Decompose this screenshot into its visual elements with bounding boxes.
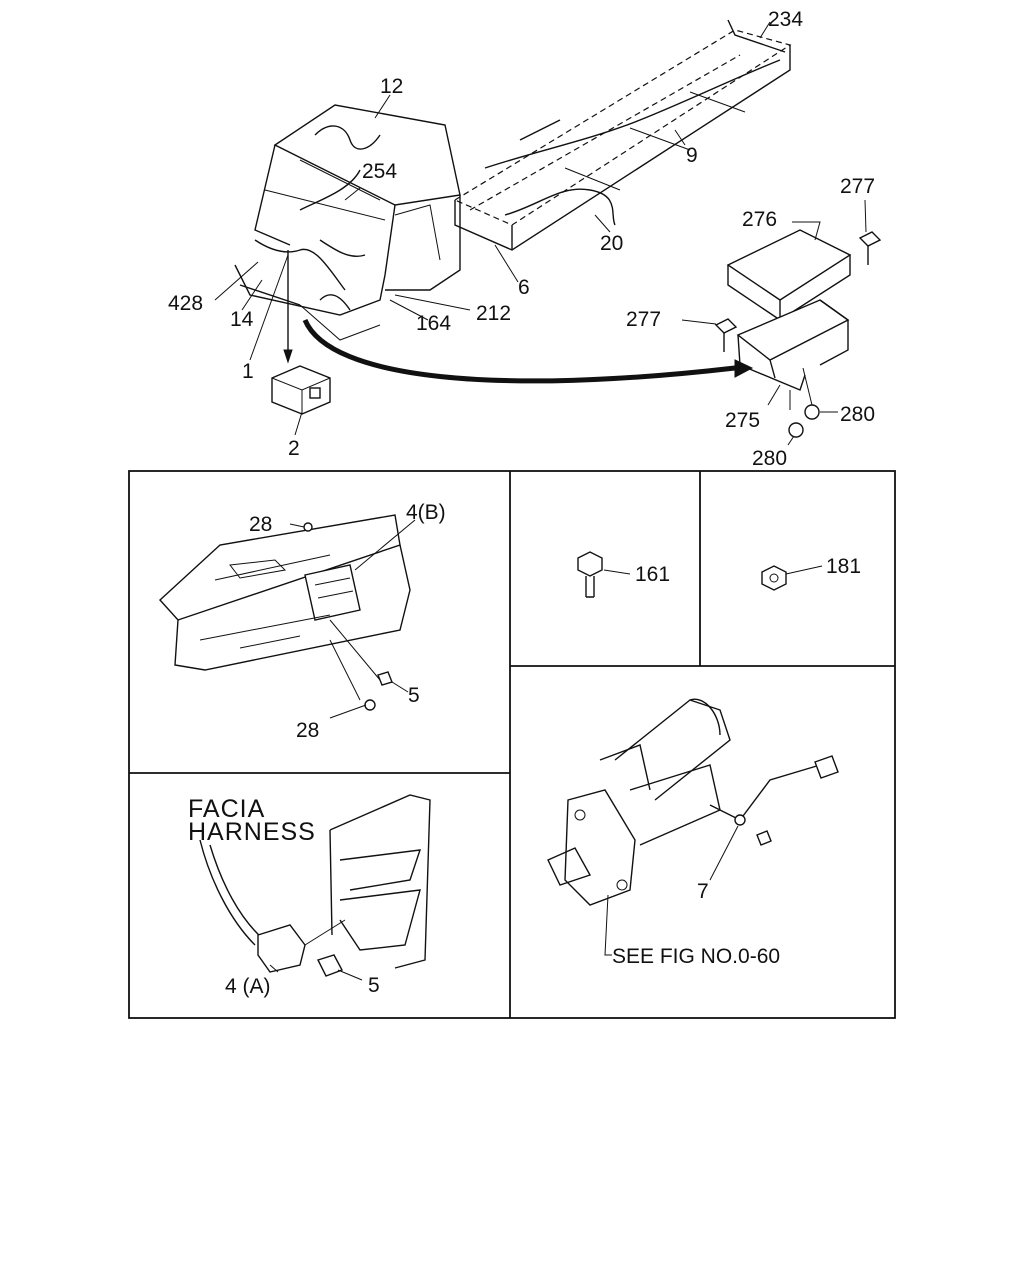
- callout-212: 212: [476, 302, 511, 325]
- callout-164: 164: [416, 312, 451, 335]
- callout-4a: 4 (A): [225, 975, 271, 998]
- callout-277-top: 277: [840, 175, 875, 198]
- truck-chassis-illustration: [234, 19, 792, 415]
- callout-428: 428: [168, 292, 203, 315]
- callout-276: 276: [742, 208, 777, 231]
- label-facia: FACIA: [188, 795, 265, 823]
- panel-starter-motor: [547, 698, 839, 956]
- callout-4b: 4(B): [406, 501, 446, 524]
- callout-12: 12: [380, 75, 403, 98]
- label-harness: HARNESS: [188, 818, 316, 846]
- panel-bolt: [577, 551, 603, 598]
- callout-280-bottom: 280: [752, 447, 787, 470]
- callout-5-fuse: 5: [408, 684, 420, 707]
- callout-254: 254: [362, 160, 397, 183]
- panel-harness: [199, 794, 431, 977]
- detail-panels: [128, 470, 896, 1019]
- reference-see-fig: SEE FIG NO.0-60: [612, 945, 780, 968]
- callout-275: 275: [725, 409, 760, 432]
- callout-20: 20: [600, 232, 623, 255]
- callout-161: 161: [635, 563, 670, 586]
- callout-277-bottom: 277: [626, 308, 661, 331]
- callout-9: 9: [686, 144, 698, 167]
- relay-box-assembly: [714, 229, 882, 438]
- panel-nut: [761, 565, 787, 591]
- panel-fuse-box: [159, 514, 411, 711]
- callout-2: 2: [288, 437, 300, 460]
- callout-280-right: 280: [840, 403, 875, 426]
- callout-7: 7: [697, 880, 709, 903]
- callout-181: 181: [826, 555, 861, 578]
- callout-28-top: 28: [249, 513, 272, 536]
- callout-28-bottom: 28: [296, 719, 319, 742]
- callout-1: 1: [242, 360, 254, 383]
- callout-5-harness: 5: [368, 974, 380, 997]
- callout-labels: 234 12 254 9 277 276 20 6 428 14 212 164…: [168, 8, 875, 998]
- callout-234: 234: [768, 8, 803, 31]
- leader-lines: [214, 21, 867, 981]
- callout-14: 14: [230, 308, 254, 331]
- callout-6: 6: [518, 276, 530, 299]
